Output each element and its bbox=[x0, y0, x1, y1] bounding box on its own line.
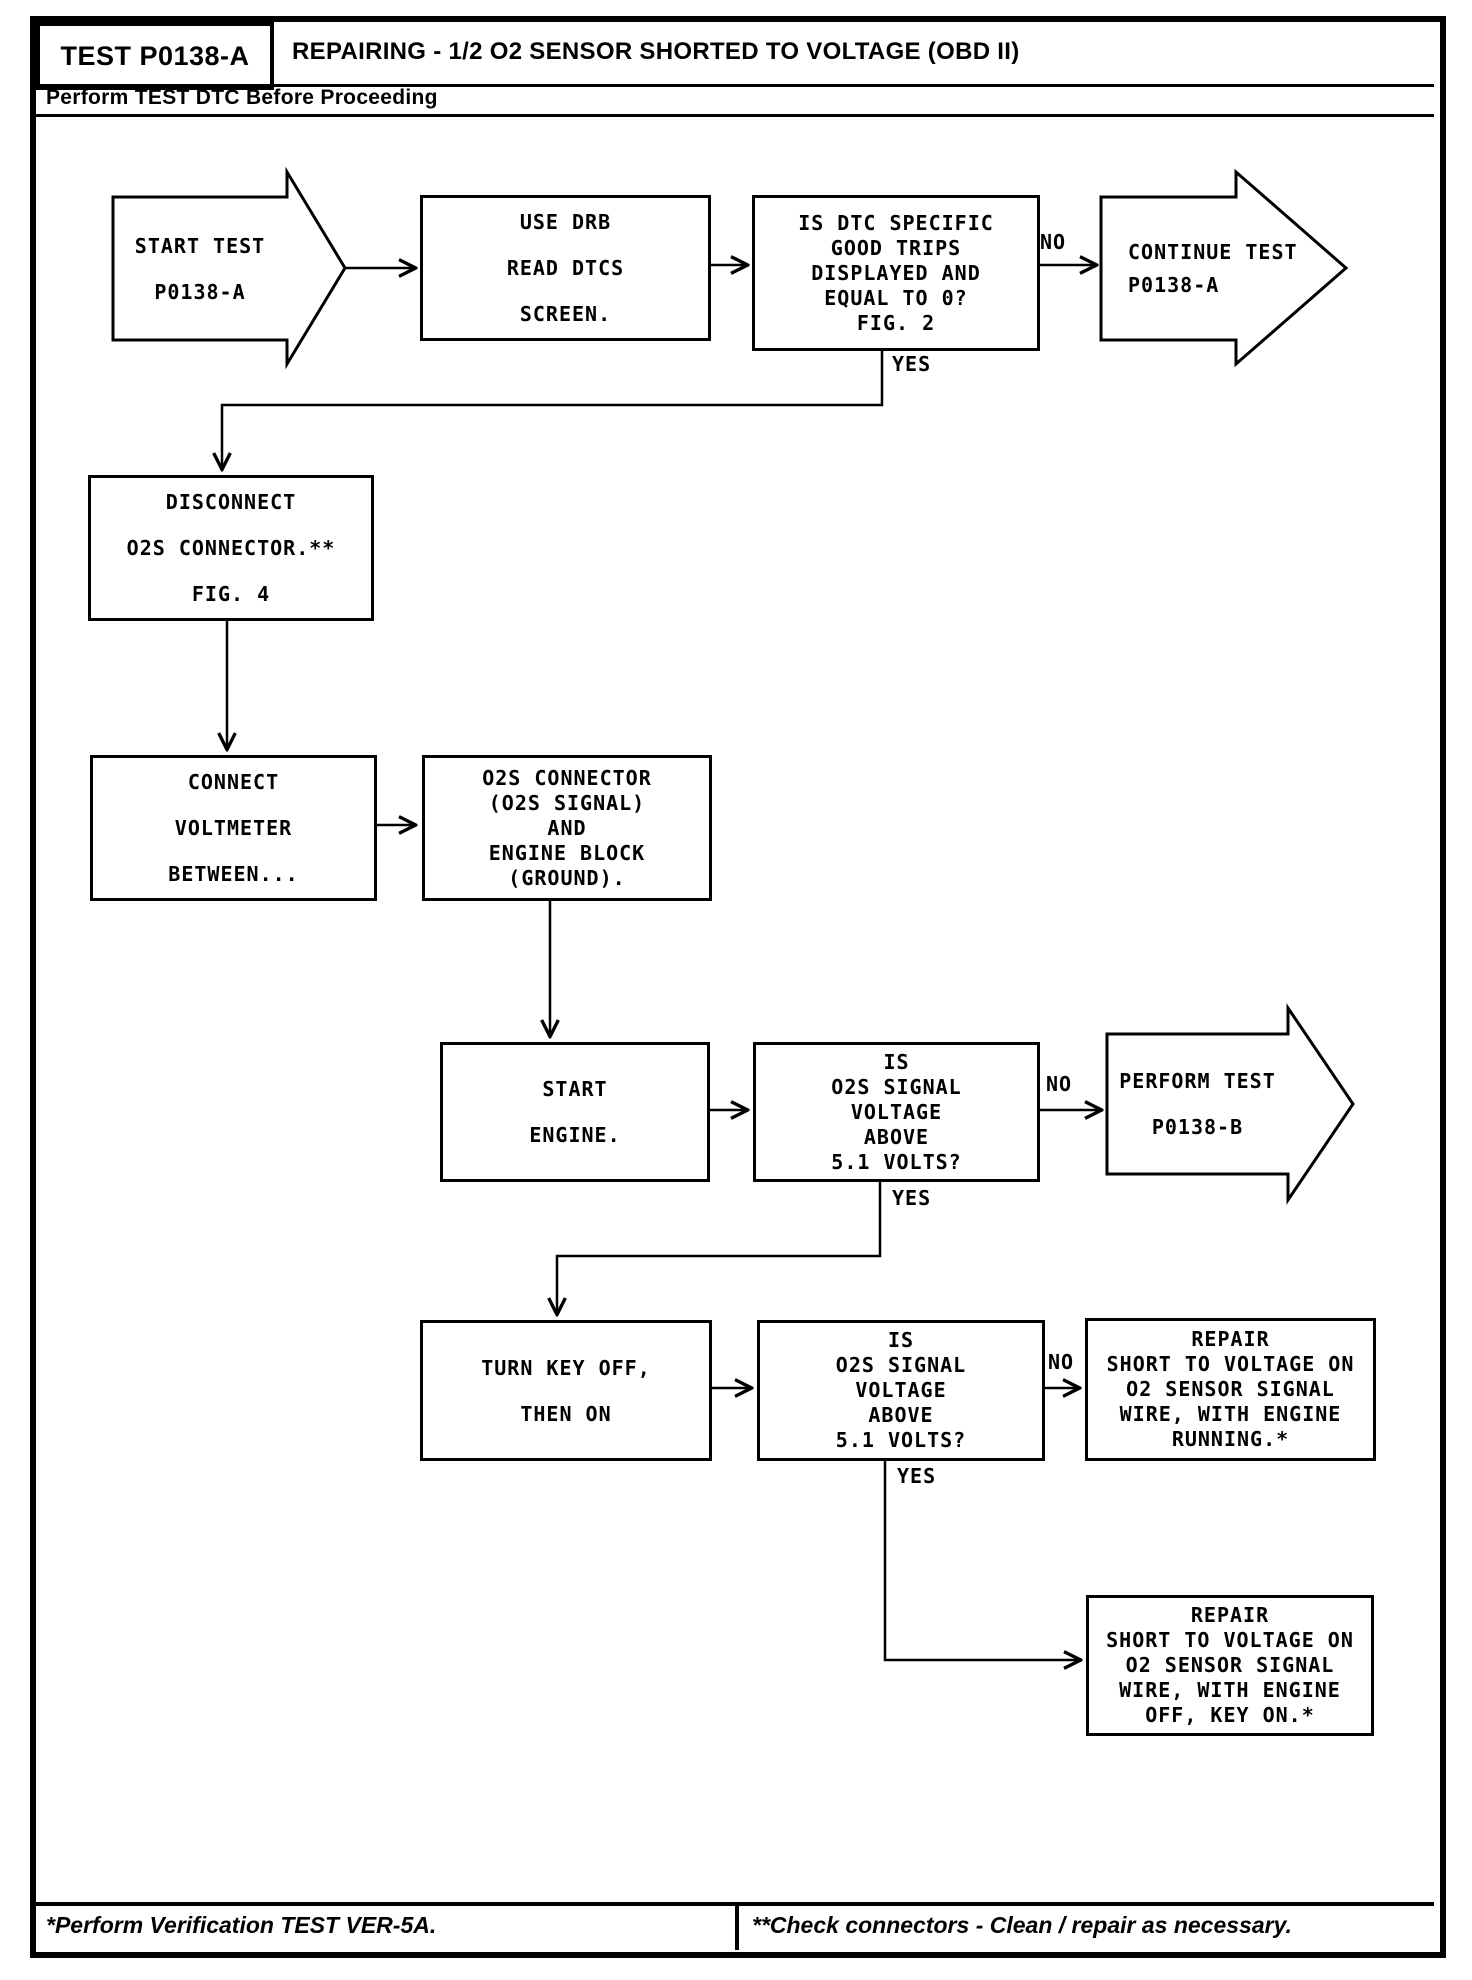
offpage-arrow-shapes bbox=[111, 166, 1355, 1205]
node-repair-running: REPAIR SHORT TO VOLTAGE ON O2 SENSOR SIG… bbox=[1085, 1318, 1376, 1461]
node-use-drb: USE DRB READ DTCS SCREEN. bbox=[420, 195, 711, 341]
edge-label-no-2: NO bbox=[1046, 1072, 1073, 1096]
page-subtitle: Perform TEST DTC Before Proceeding bbox=[46, 86, 438, 109]
node-start-engine: START ENGINE. bbox=[440, 1042, 710, 1182]
node-connect-voltmeter: CONNECT VOLTMETER BETWEEN... bbox=[90, 755, 377, 901]
perform-test-arrow-shape bbox=[1105, 1003, 1355, 1205]
header-divider-line bbox=[36, 84, 1434, 87]
node-voltage-check-1: IS O2S SIGNAL VOLTAGE ABOVE 5.1 VOLTS? bbox=[753, 1042, 1040, 1182]
node-perform-test: PERFORM TEST P0138-B bbox=[1119, 1069, 1276, 1139]
flow-connectors bbox=[222, 265, 1100, 1660]
footer-note-verification: *Perform Verification TEST VER-5A. bbox=[46, 1912, 437, 1938]
node-voltage-check-2: IS O2S SIGNAL VOLTAGE ABOVE 5.1 VOLTS? bbox=[757, 1320, 1045, 1461]
node-o2s-connector: O2S CONNECTOR (O2S SIGNAL) AND ENGINE BL… bbox=[422, 755, 712, 901]
footer-note-connectors: **Check connectors - Clean / repair as n… bbox=[752, 1912, 1292, 1938]
node-dtc-check: IS DTC SPECIFIC GOOD TRIPS DISPLAYED AND… bbox=[752, 195, 1040, 351]
node-continue-test: CONTINUE TEST P0138-A bbox=[1128, 239, 1298, 297]
node-start-test: START TEST P0138-A bbox=[134, 233, 266, 304]
page-title: REPAIRING - 1/2 O2 SENSOR SHORTED TO VOL… bbox=[292, 38, 1020, 65]
edge-label-yes-1: YES bbox=[892, 352, 932, 376]
node-repair-key-on: REPAIR SHORT TO VOLTAGE ON O2 SENSOR SIG… bbox=[1086, 1595, 1374, 1736]
connector-yes-to-disconnect bbox=[222, 347, 884, 468]
page-border bbox=[30, 16, 1446, 1958]
footer-vertical-divider bbox=[735, 1902, 739, 1950]
continue-arrow-shape bbox=[1099, 168, 1349, 368]
edge-label-yes-2: YES bbox=[892, 1186, 932, 1210]
edge-label-no-3: NO bbox=[1048, 1350, 1075, 1374]
subtitle-divider-line bbox=[36, 114, 1434, 117]
node-disconnect: DISCONNECT O2S CONNECTOR.** FIG. 4 bbox=[88, 475, 374, 621]
test-id-box: TEST P0138-A bbox=[36, 22, 274, 90]
node-turn-key: TURN KEY OFF, THEN ON bbox=[420, 1320, 712, 1461]
edge-label-no-1: NO bbox=[1040, 230, 1067, 254]
start-arrow-shape bbox=[111, 166, 347, 370]
edge-label-yes-3: YES bbox=[897, 1464, 937, 1488]
connector-yes-to-repair-keyon bbox=[883, 1457, 1079, 1660]
connector-yes-to-turnkey bbox=[557, 1178, 882, 1313]
